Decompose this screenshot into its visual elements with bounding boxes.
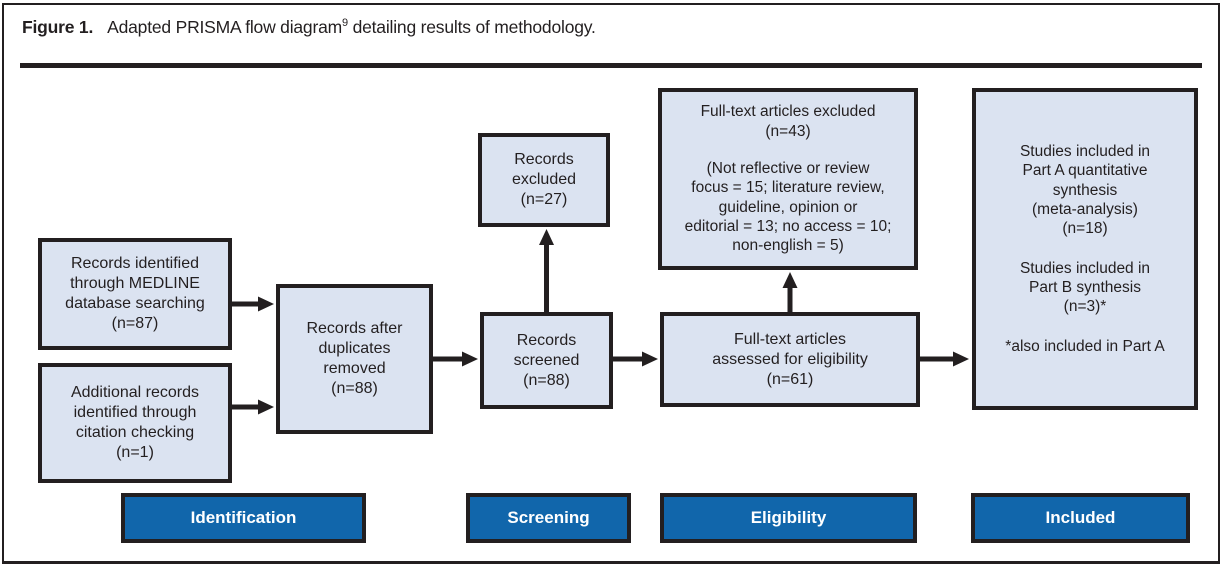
box-records-after-duplicates: Records after duplicates removed (n=88) (276, 284, 433, 434)
box-records-identified-medline: Records identified through MEDLINE datab… (38, 238, 232, 350)
arrow-screened-to-excluded-icon (539, 229, 554, 312)
box-text-details: (Not reflective or review focus = 15; li… (684, 159, 892, 255)
arrow-screened-to-assessed-icon (613, 351, 658, 367)
stage-label: Included (1045, 508, 1116, 527)
caption-text-pre: Adapted PRISMA flow diagram (107, 17, 342, 37)
caption-divider-rule (20, 63, 1202, 68)
box-text: Additional records identified through ci… (70, 384, 200, 461)
box-fulltext-assessed: Full-text articles assessed for eligibil… (660, 312, 920, 407)
arrow-assessed-to-ftexcluded-icon (782, 272, 798, 312)
stage-label: Screening (507, 508, 590, 527)
box-text-part-a: Studies included in Part A quantitative … (1019, 142, 1151, 238)
stage-label: Eligibility (750, 508, 827, 527)
arrow-assessed-to-included-icon (920, 351, 969, 367)
arrow-duplicates-to-screened-icon (432, 351, 478, 367)
stage-label: Identification (190, 508, 297, 527)
figure-caption: Figure 1. Adapted PRISMA flow diagram9 de… (22, 17, 596, 38)
caption-reference-superscript: 9 (342, 17, 348, 30)
figure-label: Figure 1. (22, 17, 94, 37)
box-text: Records screened (n=88) (513, 331, 580, 389)
box-text: Records after duplicates removed (n=88) (306, 320, 403, 397)
stage-banner-identification: Identification (121, 493, 366, 543)
box-text: Full-text articles assessed for eligibil… (712, 330, 868, 388)
box-text: Records identified through MEDLINE datab… (65, 255, 205, 332)
box-text-footnote: *also included in Part A (1005, 337, 1165, 355)
figure-frame (2, 3, 1220, 564)
stage-banner-eligibility: Eligibility (660, 493, 917, 543)
box-text-heading: Full-text articles excluded (n=43) (700, 103, 876, 140)
box-records-excluded: Records excluded (n=27) (478, 133, 610, 227)
box-records-screened: Records screened (n=88) (480, 312, 613, 409)
stage-banner-screening: Screening (466, 493, 631, 543)
box-text: Records excluded (n=27) (511, 151, 577, 208)
caption-text-post: detailing results of methodology. (347, 17, 596, 37)
box-studies-included: Studies included in Part A quantitative … (972, 88, 1198, 410)
box-additional-records-citation: Additional records identified through ci… (38, 363, 232, 483)
stage-banner-included: Included (971, 493, 1190, 543)
box-fulltext-excluded: Full-text articles excluded (n=43) (Not … (658, 88, 918, 270)
arrow-medline-to-duplicates-icon (232, 296, 274, 312)
box-text-part-b: Studies included in Part B synthesis (n=… (1019, 259, 1151, 316)
arrow-citation-to-duplicates-icon (232, 399, 274, 415)
